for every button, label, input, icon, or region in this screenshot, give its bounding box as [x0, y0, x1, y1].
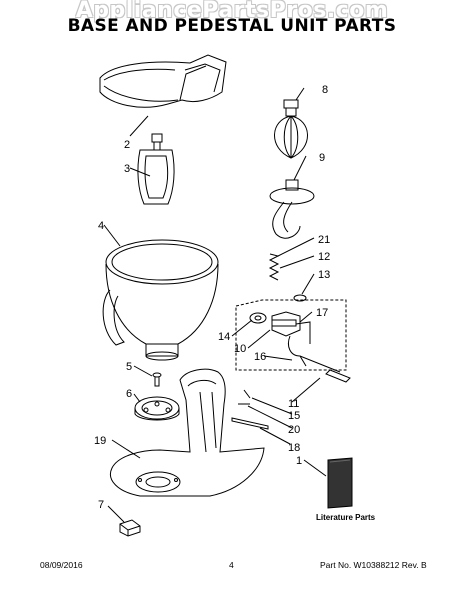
hinge-pin	[231, 389, 269, 430]
literature-label: Literature Parts	[316, 513, 376, 522]
callout-9: 9	[319, 152, 325, 164]
footer-date: 08/09/2016	[40, 560, 83, 570]
spring	[268, 253, 280, 281]
hinge-pin-assembly	[235, 299, 351, 383]
literature-booklet	[327, 457, 353, 509]
footer-page-number: 4	[229, 560, 234, 570]
footer-part-number: Part No. W10388212 Rev. B	[320, 560, 427, 570]
callout-5: 5	[126, 361, 132, 373]
callout-16: 16	[254, 351, 266, 363]
callout-8: 8	[322, 84, 328, 96]
callout-18: 18	[288, 442, 300, 454]
wire-whip	[274, 99, 308, 159]
flat-beater	[137, 133, 175, 205]
callout-3: 3	[124, 163, 130, 175]
washer	[293, 294, 307, 302]
callout-10: 10	[234, 343, 246, 355]
callout-2: 2	[124, 139, 130, 151]
page-title: BASE AND PEDESTAL UNIT PARTS	[67, 16, 397, 36]
pouring-shield	[99, 54, 227, 108]
callout-11: 11	[288, 398, 299, 410]
dough-hook	[269, 179, 315, 239]
callout-17: 17	[316, 307, 328, 319]
callout-13: 13	[318, 269, 330, 281]
callout-15: 15	[288, 410, 300, 422]
callout-21: 21	[318, 234, 330, 246]
callout-7: 7	[98, 499, 104, 511]
callout-14: 14	[218, 331, 230, 343]
screw	[152, 372, 162, 387]
callout-1: 1	[296, 455, 302, 467]
callout-4: 4	[98, 220, 104, 232]
callout-20: 20	[288, 424, 300, 436]
watermark: AppliancePartsPros.com	[75, 0, 389, 23]
leader-lines	[103, 87, 327, 523]
mixing-bowl	[102, 239, 219, 361]
callout-19: 19	[94, 435, 106, 447]
clamp-plate	[134, 396, 180, 421]
callout-6: 6	[126, 388, 132, 400]
rubber-foot	[119, 519, 141, 537]
pedestal-base	[110, 368, 265, 497]
callout-12: 12	[318, 251, 330, 263]
